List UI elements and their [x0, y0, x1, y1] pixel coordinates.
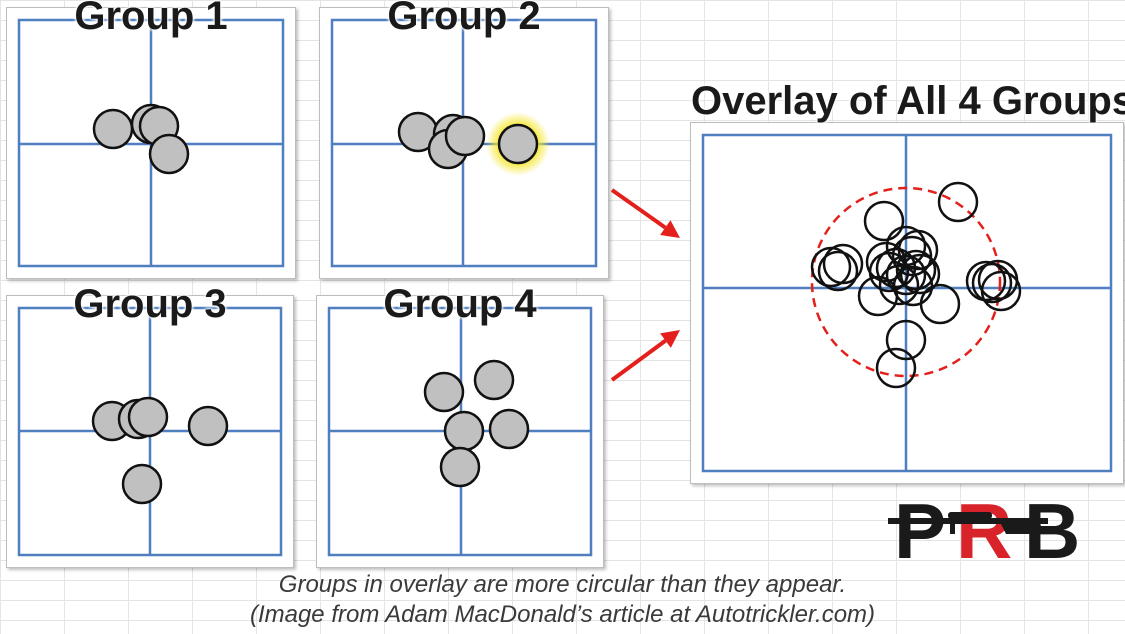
group-1-panel: Group 1 — [6, 0, 296, 279]
group-1-shot — [148, 133, 190, 175]
svg-text:P: P — [894, 492, 944, 567]
arrow-head — [660, 330, 680, 348]
group-4-panel: Group 4 — [316, 284, 604, 568]
group-3-panel: Group 3 — [6, 284, 294, 568]
group-1-title: Group 1 — [74, 0, 228, 38]
rifle-icon — [888, 512, 1048, 534]
overlay-shot — [971, 262, 1013, 304]
overlay-shot — [817, 250, 859, 292]
overlay-shot — [899, 253, 941, 295]
overlay-shot — [875, 347, 917, 389]
overlay-shot — [868, 251, 910, 293]
group-4-target — [327, 306, 593, 557]
group-4-shot — [488, 408, 530, 450]
group-2-shot — [444, 115, 486, 157]
overlay-shot — [895, 249, 937, 291]
overlay-shot — [863, 200, 905, 242]
overlay-shot — [885, 254, 927, 296]
group-1-target — [17, 18, 285, 268]
group-4-shot — [473, 359, 515, 401]
overlay-shot — [980, 270, 1022, 312]
group-3-shot — [121, 463, 163, 505]
group-2-target — [330, 18, 598, 268]
group-3-target — [17, 306, 283, 557]
caption-line-1: Groups in overlay are more circular than… — [278, 571, 847, 598]
arrow-head — [660, 220, 680, 238]
overlay-shot — [822, 243, 864, 285]
overlay-shot — [878, 264, 920, 306]
svg-text:R: R — [956, 492, 1011, 567]
overlay-title: Overlay of All 4 Groups — [691, 79, 1125, 123]
group-4-shot — [439, 446, 481, 488]
group-2-title: Group 2 — [387, 0, 541, 38]
arrow-shaft — [610, 339, 667, 382]
group-4-shot — [443, 410, 485, 452]
overlay-panel: Overlay of All 4 Groups — [690, 81, 1125, 484]
overlay-shot — [857, 275, 899, 317]
group-size-circle — [810, 186, 1002, 378]
prb-logo: P R B — [888, 492, 1081, 567]
group-2-panel: Group 2 — [319, 0, 609, 279]
overlay-shot — [919, 283, 961, 325]
overlay-shot — [937, 181, 979, 223]
group-3-shot — [127, 396, 169, 438]
group-3-shot — [187, 405, 229, 447]
arrow-shaft — [610, 188, 667, 230]
group-2-shot — [497, 123, 539, 165]
overlay-shot — [885, 319, 927, 361]
group-3-title: Group 3 — [73, 282, 227, 326]
group-4-title: Group 4 — [383, 282, 537, 326]
overlay-target — [701, 133, 1113, 473]
group-1-shot — [92, 108, 134, 150]
group-4-shot — [423, 371, 465, 413]
overlay-shot — [891, 235, 933, 277]
caption-line-2: (Image from Adam MacDonald’s article at … — [249, 601, 876, 628]
